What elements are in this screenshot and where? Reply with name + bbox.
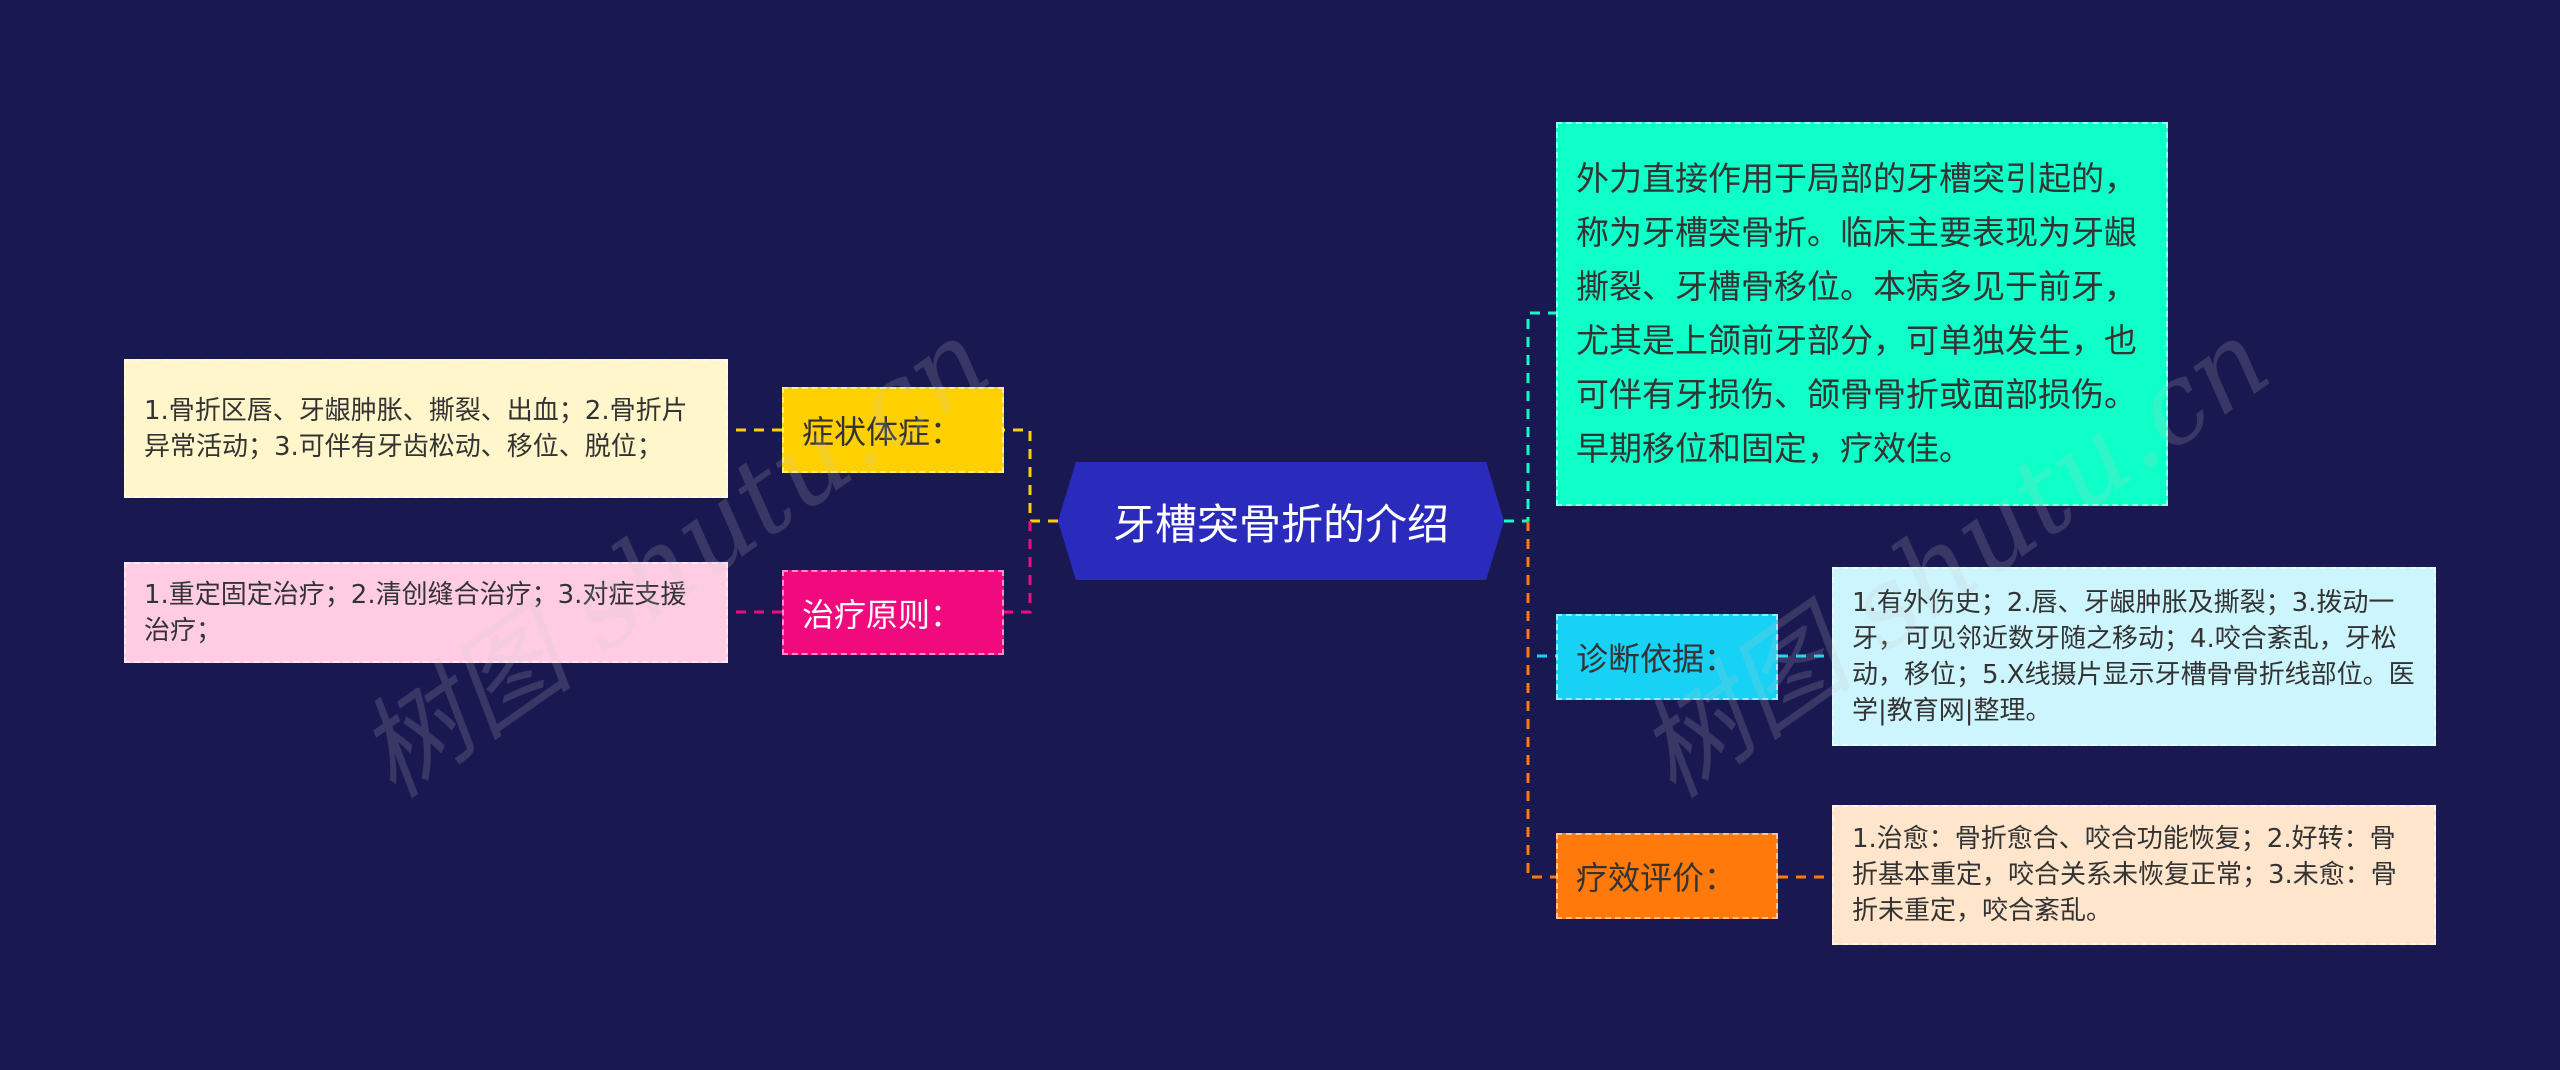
diagnosis-node[interactable]: 诊断依据：: [1556, 614, 1778, 700]
symptoms-detail-text: 1.骨折区唇、牙龈肿胀、撕裂、出血；2.骨折片异常活动；3.可伴有牙齿松动、移位…: [144, 395, 688, 462]
efficacy-label: 疗效评价：: [1576, 859, 1737, 897]
treatment-detail[interactable]: 1.重定固定治疗；2.清创缝合治疗；3.对症支援治疗；: [124, 562, 728, 663]
central-topic-label: 牙槽突骨折的介绍: [1112, 499, 1449, 549]
diagnosis-label: 诊断依据：: [1576, 640, 1737, 678]
efficacy-node[interactable]: 疗效评价：: [1556, 833, 1778, 919]
treatment-node[interactable]: 治疗原则：: [782, 570, 1004, 655]
treatment-label: 治疗原则：: [802, 595, 963, 634]
definition-node[interactable]: 外力直接作用于局部的牙槽突引起的，称为牙槽突骨折。临床主要表现为牙龈撕裂、牙槽骨…: [1556, 122, 2168, 506]
efficacy-detail-text: 1.治愈：骨折愈合、咬合功能恢复；2.好转：骨折基本重定，咬合关系未恢复正常；3…: [1852, 824, 2397, 926]
central-topic[interactable]: 牙槽突骨折的介绍: [1058, 462, 1504, 580]
diagnosis-detail-text: 1.有外伤史；2.唇、牙龈肿胀及撕裂；3.拨动一牙，可见邻近数牙随之移动；4.咬…: [1852, 587, 2415, 726]
symptoms-label: 症状体症：: [802, 413, 963, 451]
diagnosis-detail[interactable]: 1.有外伤史；2.唇、牙龈肿胀及撕裂；3.拨动一牙，可见邻近数牙随之移动；4.咬…: [1832, 567, 2436, 746]
treatment-detail-text: 1.重定固定治疗；2.清创缝合治疗；3.对症支援治疗；: [144, 579, 687, 646]
efficacy-detail[interactable]: 1.治愈：骨折愈合、咬合功能恢复；2.好转：骨折基本重定，咬合关系未恢复正常；3…: [1832, 805, 2436, 945]
definition-text: 外力直接作用于局部的牙槽突引起的，称为牙槽突骨折。临床主要表现为牙龈撕裂、牙槽骨…: [1576, 159, 2137, 468]
symptoms-detail[interactable]: 1.骨折区唇、牙龈肿胀、撕裂、出血；2.骨折片异常活动；3.可伴有牙齿松动、移位…: [124, 359, 728, 498]
symptoms-node[interactable]: 症状体症：: [782, 387, 1004, 473]
